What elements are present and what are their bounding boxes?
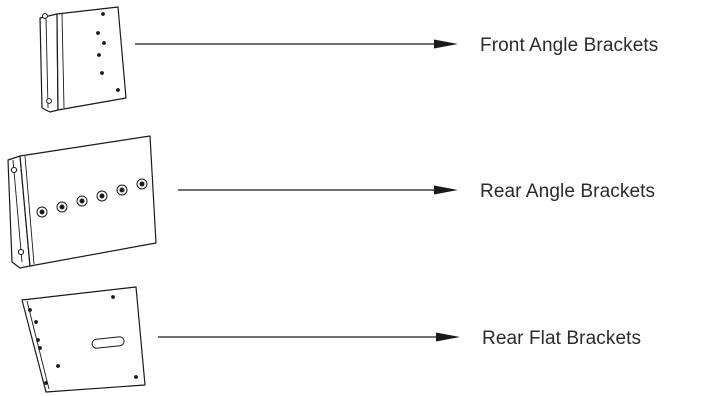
rear-flat-arrow xyxy=(158,332,460,342)
rear-flat-bracket-drawing xyxy=(21,286,146,393)
rear-flat-brackets-label: Rear Flat Brackets xyxy=(482,328,641,349)
rear-angle-arrow xyxy=(178,185,458,195)
front-angle-brackets-label: Front Angle Brackets xyxy=(480,35,658,56)
front-angle-arrow xyxy=(135,39,458,49)
rear-angle-bracket-drawing xyxy=(7,135,157,269)
rear-angle-brackets-label: Rear Angle Brackets xyxy=(480,181,655,202)
front-angle-bracket-drawing xyxy=(39,6,127,113)
